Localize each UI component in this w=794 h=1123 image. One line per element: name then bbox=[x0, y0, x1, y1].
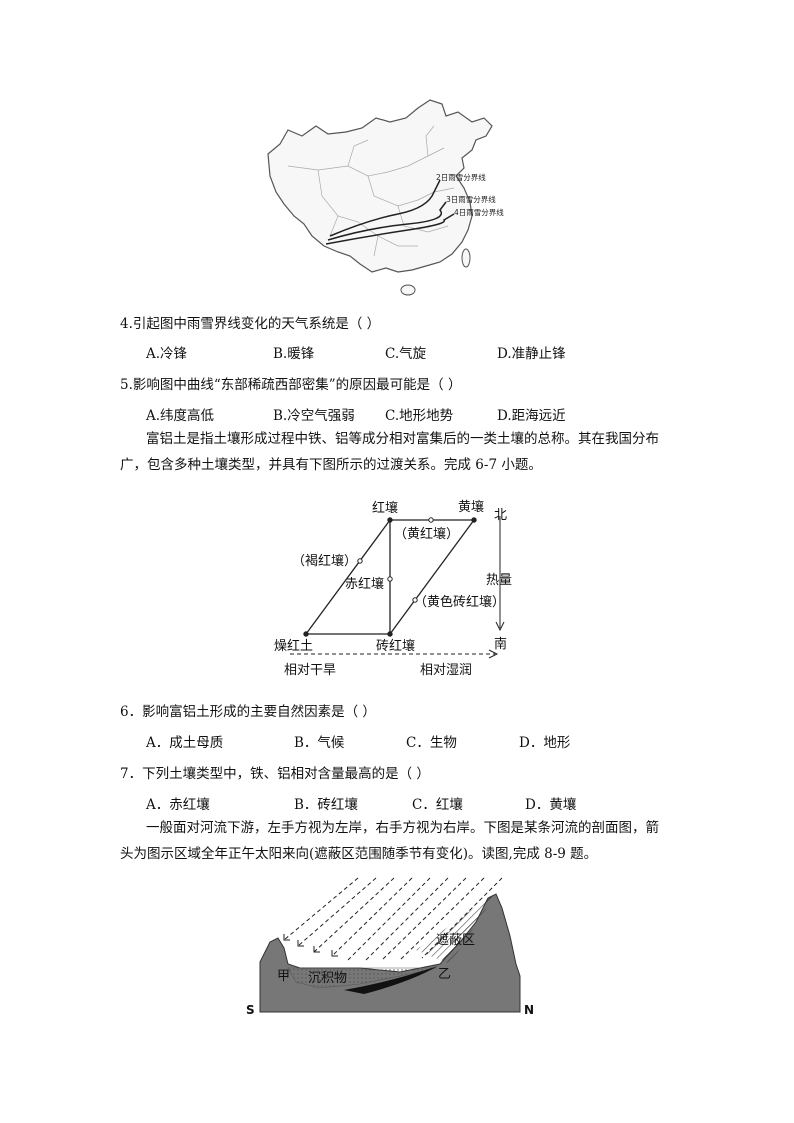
intro-6-7-line-1: 富铝土是指土壤形成过程中铁、铝等成分相对富集后的一类土壤的总称。其在我国分布 bbox=[146, 431, 659, 447]
q6-option-b: B．气候 bbox=[294, 735, 345, 751]
q4-option-c: C.气旋 bbox=[385, 346, 427, 362]
snow-rain-lines bbox=[325, 179, 455, 245]
hainan-island bbox=[400, 284, 416, 296]
q4-option-d: D.准静止锋 bbox=[497, 346, 566, 362]
label-north: 北 bbox=[494, 508, 507, 523]
river-water bbox=[344, 966, 438, 994]
label-chi-red-soil: 赤红壤 bbox=[345, 576, 384, 592]
label-heat: 热量 bbox=[486, 573, 512, 588]
label-dry-red-soil: 燥红土 bbox=[274, 638, 313, 654]
label-south-s: S bbox=[246, 1003, 255, 1017]
line-day2 bbox=[329, 179, 441, 237]
sediment-zone bbox=[287, 967, 437, 989]
label-south: 南 bbox=[494, 636, 507, 652]
label-shade-area: 遮蔽区 bbox=[436, 932, 475, 948]
q6-option-d: D．地形 bbox=[519, 735, 571, 751]
intro-paragraph-6-7: 富铝土是指土壤形成过程中铁、铝等成分相对富集后的一类土壤的总称。其在我国分布 广… bbox=[120, 426, 680, 478]
q6-option-c: C．生物 bbox=[406, 735, 457, 751]
q5-option-c: C.地形地势 bbox=[385, 408, 454, 424]
line-day4 bbox=[325, 213, 455, 245]
label-jia: 甲 bbox=[277, 969, 290, 984]
label-red-soil: 红壤 bbox=[372, 500, 398, 516]
sun-arrowheads bbox=[283, 934, 338, 957]
china-map-figure: 2日雨雪分界线 3日雨雪分界线 4日雨雪分界线 bbox=[267, 99, 504, 296]
label-yi: 乙 bbox=[438, 967, 451, 982]
label-yellow-brick-soil: （黄色砖红壤） bbox=[414, 594, 505, 610]
map-label-day4: 4日雨雪分界线 bbox=[454, 207, 504, 217]
question-7-stem: 7．下列土壤类型中，铁、铝相对含量最高的是（ ） bbox=[120, 766, 430, 782]
label-relatively-wet: 相对湿润 bbox=[420, 663, 472, 678]
q5-option-a: A.纬度高低 bbox=[146, 408, 215, 424]
soil-transition-diagram: 红壤 黄壤 （黄红壤） （褐红壤） 赤红壤 （黄色砖红壤） 燥红土 砖红壤 北 … bbox=[274, 499, 512, 678]
q4-option-a: A.冷锋 bbox=[146, 346, 188, 362]
q4-option-b: B.暖锋 bbox=[273, 346, 315, 362]
q7-option-a: A．赤红壤 bbox=[146, 797, 210, 813]
taiwan-island bbox=[461, 248, 471, 268]
intro-8-9-line-1: 一般面对河流下游，左手方视为左岸，右手方视为右岸。下图是某条河流的剖面图，箭 bbox=[146, 820, 659, 836]
intro-8-9-line-2: 头为图示区域全年正午太阳来向(遮蔽区范围随季节有变化)。读图,完成 8-9 题。 bbox=[120, 846, 598, 862]
q7-option-c: C．红壤 bbox=[412, 797, 463, 813]
label-yellow-soil: 黄壤 bbox=[458, 499, 484, 515]
map-label-day3: 3日雨雪分界线 bbox=[446, 194, 496, 204]
label-sediment: 沉积物 bbox=[308, 971, 347, 986]
intro-paragraph-8-9: 一般面对河流下游，左手方视为左岸，右手方视为右岸。下图是某条河流的剖面图，箭 头… bbox=[120, 815, 680, 867]
q7-option-d: D．黄壤 bbox=[525, 797, 577, 813]
china-outline bbox=[267, 99, 493, 273]
map-label-day2: 2日雨雪分界线 bbox=[436, 172, 486, 182]
label-yellow-red-soil: （黄红壤） bbox=[394, 526, 459, 542]
q7-option-b: B．砖红壤 bbox=[294, 797, 358, 813]
question-6-stem: 6．影响富铝土形成的主要自然因素是（ ） bbox=[120, 704, 376, 720]
sun-direction-arrows bbox=[283, 877, 503, 961]
label-brick-red-soil: 砖红壤 bbox=[376, 638, 415, 654]
shade-zone-band bbox=[416, 894, 496, 964]
question-5-stem: 5.影响图中曲线“东部稀疏西部密集”的原因最可能是（ ） bbox=[120, 377, 462, 393]
q5-option-d: D.距海远近 bbox=[497, 408, 566, 424]
label-north-n: N bbox=[524, 1003, 534, 1017]
question-4-stem: 4.引起图中雨雪界线变化的天气系统是（ ） bbox=[120, 316, 381, 332]
q6-option-a: A．成土母质 bbox=[146, 735, 224, 751]
intro-6-7-line-2: 广，包含多种土壤类型，并具有下图所示的过渡关系。完成 6-7 小题。 bbox=[120, 457, 542, 473]
river-cross-section-diagram: 甲 沉积物 遮蔽区 乙 S N bbox=[246, 877, 534, 1017]
label-brown-red-soil: （褐红壤） bbox=[292, 553, 357, 569]
label-relatively-dry: 相对干旱 bbox=[284, 663, 336, 678]
q5-option-b: B.冷空气强弱 bbox=[273, 408, 355, 424]
line-day3 bbox=[327, 201, 447, 241]
